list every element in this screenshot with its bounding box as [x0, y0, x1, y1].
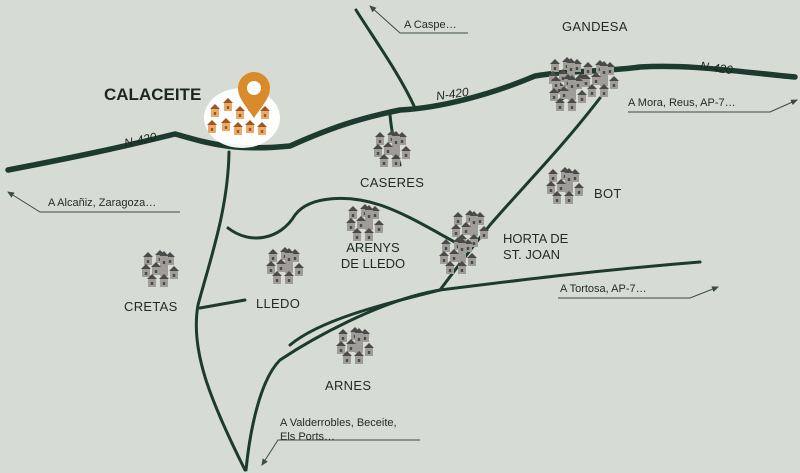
- village-icon-horta-2: [439, 237, 477, 274]
- village-icon-arnes: [336, 327, 374, 364]
- town-arenys-line1: ARENYS: [346, 240, 400, 255]
- arrow-valderrobles-icon: [261, 439, 420, 466]
- village-icon-lledo: [266, 247, 304, 284]
- town-caseres: CASERES: [360, 175, 425, 190]
- village-icon-bot: [546, 167, 584, 204]
- town-arenys-line2: DE LLEDO: [340, 256, 406, 271]
- destination-mora: A Mora, Reus, AP-7…: [628, 97, 736, 109]
- road-lledo: [198, 298, 247, 310]
- road-caspe: [354, 8, 417, 110]
- town-arenys: ARENYS DE LLEDO: [338, 240, 408, 272]
- town-cretas: CRETAS: [124, 299, 178, 314]
- road-bot-horta: [438, 96, 602, 292]
- village-icon-caseres: [373, 130, 411, 167]
- road-n420: [5, 63, 798, 173]
- arrow-mora-icon: [628, 99, 798, 113]
- destination-tortosa: A Tortosa, AP-7…: [560, 283, 647, 295]
- road-caseres-arenys: [226, 196, 472, 252]
- destination-caspe: A Caspe…: [404, 19, 457, 31]
- town-horta-line1: HORTA DE: [503, 231, 569, 246]
- destination-alcaniz: A Alcañiz, Zaragoza…: [48, 197, 157, 209]
- town-bot: BOT: [594, 186, 622, 201]
- village-icon-cretas: [141, 250, 179, 287]
- destination-valderrobles-line2: Els Ports…: [280, 431, 336, 443]
- calaceite-marker[interactable]: [204, 72, 280, 148]
- town-horta: HORTA DE ST. JOAN: [503, 231, 568, 263]
- arrow-caspe-icon: [369, 5, 468, 34]
- town-gandesa: GANDESA: [562, 19, 628, 34]
- village-icon-gandesa-2: [581, 60, 619, 97]
- main-town-label: CALACEITE: [104, 85, 202, 104]
- map-pin-icon[interactable]: [238, 72, 270, 118]
- arrow-alcaniz-icon: [7, 191, 180, 213]
- road-south: [194, 150, 247, 472]
- town-arnes: ARNES: [325, 378, 372, 393]
- village-icon-arenys: [346, 204, 384, 241]
- destination-valderrobles-line1: A Valderrobles, Beceite,: [280, 417, 397, 429]
- town-horta-line2: ST. JOAN: [503, 247, 561, 262]
- town-lledo: LLEDO: [256, 296, 301, 311]
- village-icon-gandesa-3: [549, 74, 587, 111]
- road-tortosa: [288, 260, 702, 347]
- road-arnes: [244, 288, 442, 472]
- arrow-tortosa-icon: [558, 286, 719, 299]
- destination-valderrobles: A Valderrobles, Beceite, Els Ports…: [280, 416, 397, 444]
